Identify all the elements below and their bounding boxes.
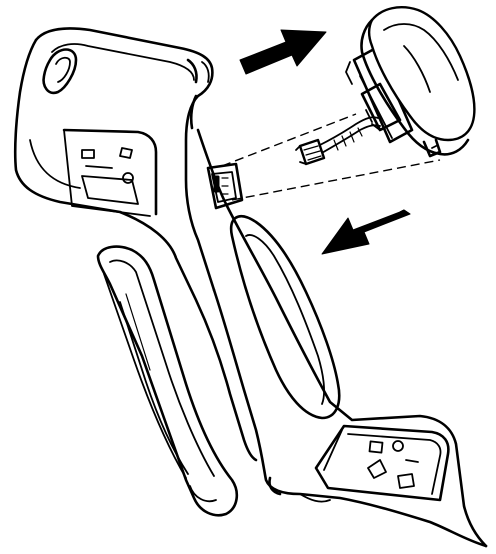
connector-cable xyxy=(221,113,441,201)
rear-housing xyxy=(189,94,488,548)
battery-pack xyxy=(345,6,476,158)
grip-panel xyxy=(96,245,239,517)
removal-arrow xyxy=(239,29,327,75)
insertion-arrow xyxy=(321,209,411,255)
front-housing xyxy=(13,27,258,462)
